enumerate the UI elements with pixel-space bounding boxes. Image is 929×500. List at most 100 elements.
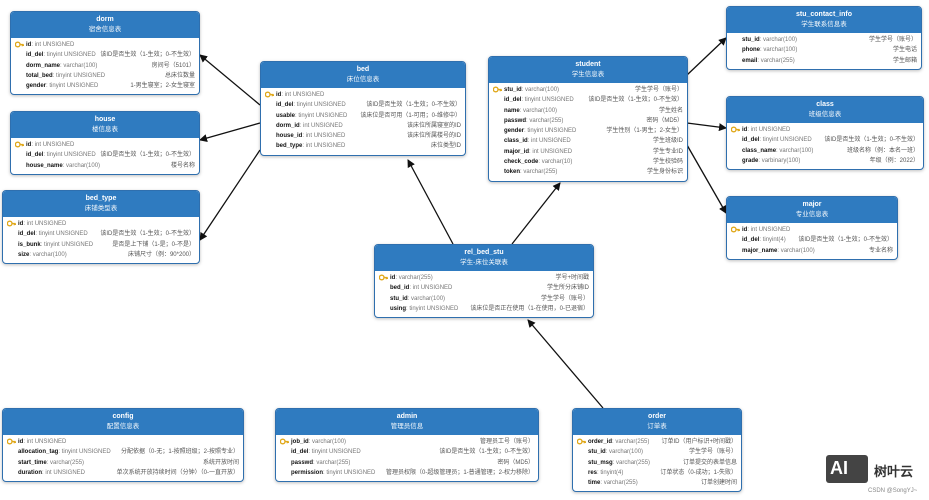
- column-row[interactable]: email: varchar(255)学生邮箱: [727, 56, 921, 66]
- column-name: id: [276, 92, 282, 98]
- column-field: id_del: tinyint UNSIGNED: [18, 229, 88, 239]
- table-comment: 管理员信息: [390, 423, 424, 430]
- column-comment: 楼号名称: [170, 162, 195, 169]
- column-row[interactable]: token: varchar(255)学生身份标识: [489, 167, 687, 177]
- column-row[interactable]: stu_id: varchar(100)学生学号（账号）: [375, 294, 593, 304]
- column-row[interactable]: stu_id: varchar(100)学生学号（账号）: [727, 35, 921, 45]
- column-type: int UNSIGNED: [750, 127, 791, 133]
- column-row[interactable]: id: int UNSIGNED: [3, 219, 199, 229]
- column-row[interactable]: stu_msg: varchar(255)订单提交的表单信息: [573, 458, 741, 468]
- column-field: bed_type: int UNSIGNED: [276, 141, 345, 151]
- column-row[interactable]: check_code: varchar(10)学生校验码: [489, 157, 687, 167]
- column-row[interactable]: stu_id: varchar(100)学生学号（账号）: [573, 447, 741, 457]
- column-row[interactable]: passwd: varchar(255)密码（MD5）: [489, 116, 687, 126]
- column-comment: 密码（MD5）: [646, 117, 683, 124]
- column-name: id_del: [742, 237, 760, 244]
- column-row[interactable]: stu_id: varchar(100)学生学号（账号）: [489, 85, 687, 95]
- column-row[interactable]: id: varchar(255)学号+时间戳: [375, 273, 593, 283]
- column-row[interactable]: house_name: varchar(100)楼号名称: [11, 161, 199, 171]
- column-name: class_id: [504, 138, 528, 145]
- column-field: token: varchar(255): [504, 167, 557, 177]
- column-field: id_del: tinyint UNSIGNED: [26, 150, 96, 160]
- column-row[interactable]: size: varchar(100)床铺尺寸（例：90*200）: [3, 250, 199, 260]
- table-name: rel_bed_stu: [464, 249, 504, 256]
- column-row[interactable]: start_time: varchar(255)系统开放时间: [3, 458, 243, 468]
- column-name: passwd: [291, 459, 314, 466]
- table-columns: order_id: varchar(255)订单ID（用户标识+时间戳）stu_…: [573, 435, 741, 491]
- column-comment: 学生学号（账号）: [868, 37, 917, 43]
- column-row[interactable]: phone: varchar(100)学生电话: [727, 45, 921, 55]
- column-separator: :: [605, 449, 610, 456]
- column-row[interactable]: id: int UNSIGNED: [11, 140, 199, 150]
- column-row[interactable]: id: int UNSIGNED: [727, 225, 897, 235]
- column-row[interactable]: id: int UNSIGNED: [727, 125, 923, 135]
- column-field: id: int UNSIGNED: [26, 140, 74, 150]
- column-separator: :: [521, 87, 526, 93]
- column-field: id_del: tinyint UNSIGNED: [742, 135, 812, 145]
- column-row[interactable]: grade: varbinary(100)年级（例：2022）: [727, 156, 923, 166]
- column-row[interactable]: res: tinyint(4)订单状态（0-成功；1-失败）: [573, 468, 741, 478]
- column-comment: 该床位所属楼号的ID: [406, 133, 461, 140]
- column-row[interactable]: job_id: varchar(100)管理员工号（账号）: [276, 437, 538, 447]
- column-row[interactable]: id: int UNSIGNED: [261, 90, 465, 100]
- column-row[interactable]: order_id: varchar(255)订单ID（用户标识+时间戳）: [573, 437, 741, 447]
- primary-key-icon: [492, 85, 502, 95]
- column-row[interactable]: id: int UNSIGNED: [3, 437, 243, 447]
- column-separator: :: [521, 97, 525, 104]
- column-separator: :: [40, 241, 45, 248]
- column-row[interactable]: id_del: tinyint(4)该ID是否生效（1-生效；0-不生效）: [727, 235, 897, 245]
- column-row[interactable]: major_name: varchar(100)专业名称: [727, 246, 897, 256]
- column-separator: :: [747, 127, 751, 133]
- ai-logo-box: AI: [826, 455, 868, 483]
- column-row[interactable]: dorm_name: varchar(100)房间号（5101）: [11, 61, 199, 71]
- column-row[interactable]: time: varchar(255)订单创建时间: [573, 478, 741, 488]
- column-comment: 单次系统开放持续时间（分钟）（0-一直开放）: [116, 469, 239, 476]
- column-row[interactable]: id: int UNSIGNED: [11, 40, 199, 50]
- column-type: tinyint UNSIGNED: [49, 83, 99, 90]
- column-name: dorm_id: [276, 122, 300, 129]
- column-field: check_code: varchar(10): [504, 157, 572, 167]
- table-name: bed_type: [85, 195, 117, 202]
- column-type: varchar(255): [398, 275, 433, 281]
- column-name: check_code: [504, 159, 539, 166]
- column-row[interactable]: name: varchar(100)学生姓名: [489, 106, 687, 116]
- column-row[interactable]: class_name: varchar(100)班级名称（例：本名一班）: [727, 146, 923, 156]
- column-name: stu_id: [588, 449, 606, 456]
- column-row[interactable]: passwd: varchar(255)密码（MD5）: [276, 458, 538, 468]
